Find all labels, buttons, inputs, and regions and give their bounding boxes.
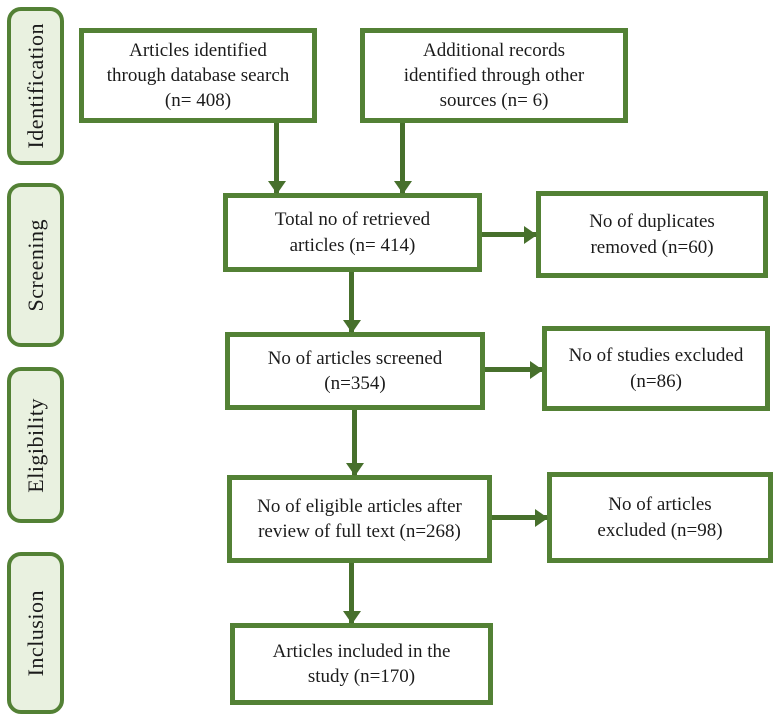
arrow-retrieved-to-screened xyxy=(349,272,354,332)
arrow-retrieved-to-duplicates xyxy=(482,232,536,237)
box-articles-excluded: No of articles excluded (n=98) xyxy=(547,472,773,563)
arrow-additional-to-retrieved xyxy=(400,123,405,193)
box-duplicates-removed-text: No of duplicates removed (n=60) xyxy=(589,211,715,258)
arrow-eligible-to-articles-excluded xyxy=(492,515,547,520)
stage-identification: Identification xyxy=(7,7,64,165)
box-articles-identified: Articles identified through database sea… xyxy=(79,28,317,123)
box-duplicates-removed: No of duplicates removed (n=60) xyxy=(536,191,768,278)
arrow-identified-to-retrieved xyxy=(274,123,279,193)
box-eligible-articles: No of eligible articles after review of … xyxy=(227,475,492,563)
stage-screening: Screening xyxy=(7,183,64,347)
box-additional-records-text: Additional records identified through ot… xyxy=(403,39,585,112)
box-studies-excluded-text: No of studies excluded (n=86) xyxy=(568,345,744,392)
arrow-eligible-to-included xyxy=(349,563,354,623)
arrow-screened-to-eligible xyxy=(352,410,357,475)
box-additional-records: Additional records identified through ot… xyxy=(360,28,628,123)
box-total-retrieved: Total no of retrieved articles (n= 414) xyxy=(223,193,482,272)
box-total-retrieved-text: Total no of retrieved articles (n= 414) xyxy=(274,209,431,256)
box-eligible-articles-text: No of eligible articles after review of … xyxy=(257,495,462,542)
box-articles-screened: No of articles screened (n=354) xyxy=(225,332,485,410)
stage-inclusion: Inclusion xyxy=(7,552,64,714)
box-articles-included: Articles included in the study (n=170) xyxy=(230,623,493,705)
box-articles-identified-text: Articles identified through database sea… xyxy=(106,39,290,112)
stage-eligibility-label: Eligibility xyxy=(22,397,48,493)
arrow-screened-to-studies-excluded xyxy=(485,367,542,372)
stage-eligibility: Eligibility xyxy=(7,367,64,523)
box-articles-excluded-text: No of articles excluded (n=98) xyxy=(597,494,723,541)
box-articles-screened-text: No of articles screened (n=354) xyxy=(267,347,443,394)
stage-screening-label: Screening xyxy=(22,218,48,312)
stage-identification-label: Identification xyxy=(22,23,48,149)
box-studies-excluded: No of studies excluded (n=86) xyxy=(542,326,770,411)
stage-inclusion-label: Inclusion xyxy=(22,589,48,677)
box-articles-included-text: Articles included in the study (n=170) xyxy=(272,640,451,687)
